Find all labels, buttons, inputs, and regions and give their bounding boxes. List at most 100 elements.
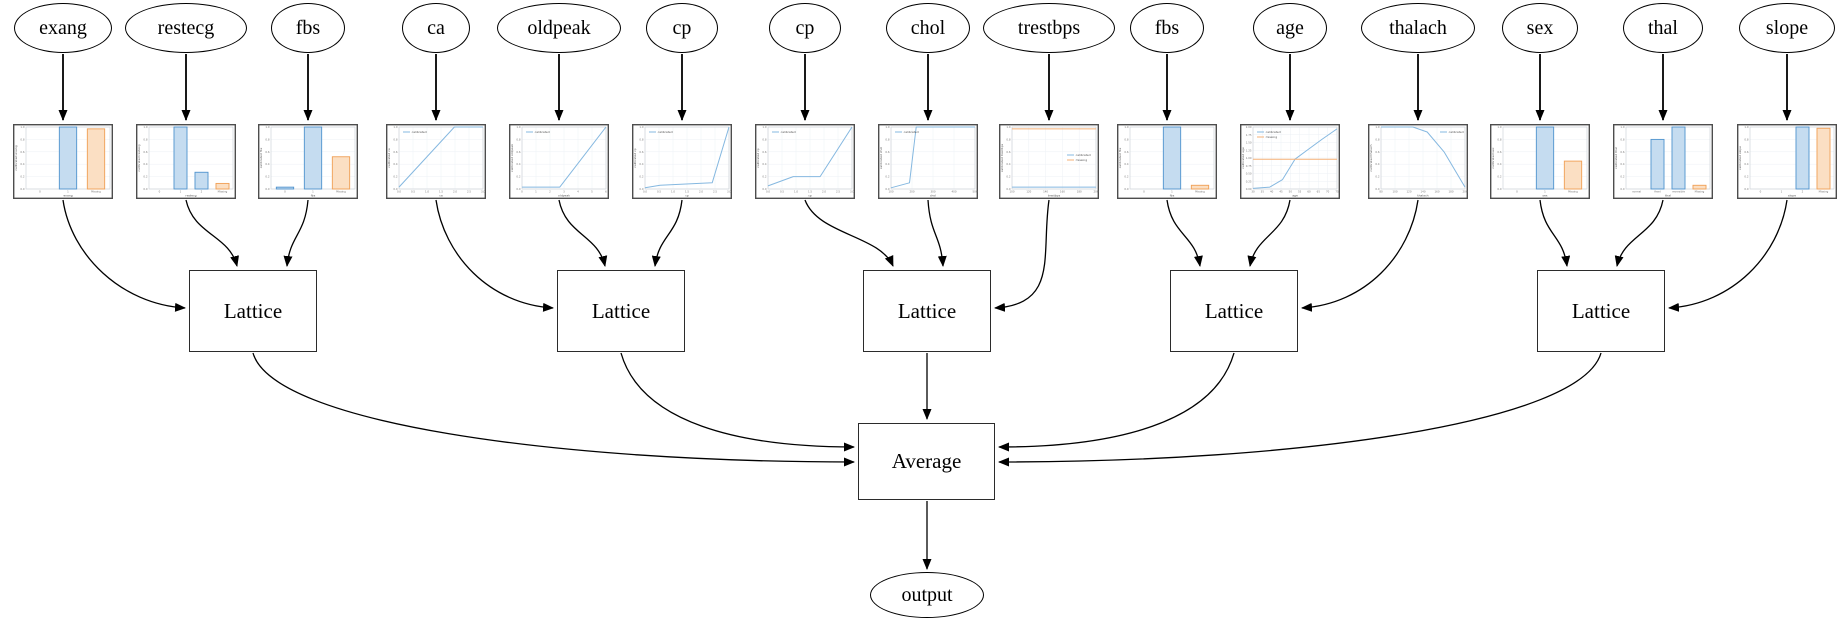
x-axis-label: chol	[930, 194, 936, 198]
x-tick-label: 160	[1435, 190, 1440, 194]
x-axis-label: age	[1292, 194, 1298, 198]
legend-label: missing	[1266, 135, 1278, 139]
edge-plot5-to-lattice1	[651, 199, 683, 267]
y-axis-label: calibrated thal	[1614, 147, 1618, 169]
legend-label: calibrated	[1449, 130, 1464, 134]
edge-plot3-to-lattice1	[435, 199, 554, 312]
x-tick-label: Missing	[1695, 190, 1705, 194]
y-axis-label: calibrated fbs	[1118, 147, 1122, 168]
y-tick-label: 0.4	[1006, 162, 1010, 166]
x-tick-label: Missing	[336, 190, 346, 194]
lattice-label: Lattice	[591, 298, 651, 323]
y-tick-label: 0.8	[885, 137, 889, 141]
axes-frame	[644, 126, 730, 190]
x-axis-label: slope	[1788, 194, 1796, 198]
x-axis-label: thal	[1665, 194, 1671, 198]
y-tick-label: 0.8	[1497, 137, 1501, 141]
y-tick-label: 1.0	[762, 125, 766, 129]
feature-label: exang	[39, 16, 87, 39]
y-tick-label: 1.0	[393, 125, 397, 129]
x-tick-label: 120	[1026, 190, 1031, 194]
x-tick-label: 0.5	[657, 190, 661, 194]
y-tick-label: 0.0	[516, 187, 520, 191]
feature-node-fbs-9: fbs	[1130, 3, 1204, 53]
x-tick-label: 2	[201, 190, 203, 194]
bar-thal-Missing	[1692, 184, 1707, 190]
y-tick-label: 0.6	[1744, 150, 1748, 154]
y-tick-label: 0.4	[143, 162, 147, 166]
y-axis-label: calibrated thalach	[1369, 144, 1373, 171]
y-tick-label: 1.0	[1375, 125, 1379, 129]
lattice-node-2: Lattice	[863, 270, 991, 352]
bar-restecg-1	[173, 126, 188, 190]
feature-label: slope	[1765, 16, 1809, 39]
y-tick-label: 1.50	[1246, 141, 1252, 145]
x-tick-label: 1.0	[425, 190, 429, 194]
lattice-node-0: Lattice	[189, 270, 317, 352]
lattice-label: Lattice	[1571, 298, 1631, 323]
y-tick-label: 0.2	[1006, 175, 1010, 179]
y-tick-label: 0.00	[1246, 187, 1252, 191]
y-tick-label: 0.8	[265, 137, 269, 141]
y-tick-label: 0.6	[393, 150, 397, 154]
legend-label: calibrated	[904, 130, 919, 134]
feature-node-cp-6: cp	[769, 3, 841, 53]
y-tick-label: 1.0	[1620, 125, 1624, 129]
y-tick-label: 1.75	[1246, 133, 1252, 137]
y-tick-label: 0.0	[143, 187, 147, 191]
bar-fbs-1	[1162, 126, 1182, 190]
y-axis-label: calibrated chol	[879, 147, 883, 169]
feature-label: chol	[910, 16, 946, 39]
output-label: output	[901, 583, 953, 606]
lattice-node-4: Lattice	[1537, 270, 1665, 352]
edge-lattice1-to-average	[620, 352, 855, 452]
x-tick-label: 120	[1407, 190, 1412, 194]
feature-label: trestbps	[1017, 16, 1081, 39]
plot-frame	[878, 124, 978, 199]
feature-node-age-10: age	[1253, 3, 1327, 53]
y-tick-label: 0.8	[762, 137, 766, 141]
x-tick-label: 0	[159, 190, 161, 194]
y-tick-label: 1.0	[885, 125, 889, 129]
plot-frame	[755, 124, 855, 199]
y-tick-label: 1.0	[265, 125, 269, 129]
edge-plot1-to-lattice0	[185, 199, 239, 267]
x-tick-label: Missing	[1195, 190, 1205, 194]
x-tick-label: 100	[1393, 190, 1398, 194]
plot-frame	[999, 124, 1099, 199]
y-tick-label: 1.0	[516, 125, 520, 129]
x-tick-label: 30	[1251, 190, 1255, 194]
bar-fbs-Missing	[331, 156, 351, 190]
x-tick-label: reversible	[1672, 190, 1685, 194]
x-tick-label: 0	[521, 190, 523, 194]
legend-label: calibrated	[1076, 153, 1091, 157]
x-axis-label: cp	[808, 194, 812, 198]
y-axis-label: calibrated trestbps	[1000, 143, 1004, 172]
y-tick-label: 0.8	[20, 137, 24, 141]
y-tick-label: 0.50	[1246, 172, 1252, 176]
y-tick-label: 0.4	[516, 162, 520, 166]
x-axis-label: thalach	[1417, 194, 1428, 198]
series-calibrated	[767, 126, 853, 187]
y-tick-label: 0.2	[1620, 175, 1624, 179]
y-tick-label: 0.0	[762, 187, 766, 191]
y-tick-label: 0.0	[1497, 187, 1501, 191]
x-tick-label: 65	[1317, 190, 1321, 194]
y-tick-label: 1.0	[1497, 125, 1501, 129]
output-node: output	[870, 572, 984, 618]
y-tick-label: 0.2	[265, 175, 269, 179]
y-tick-label: 0.4	[1620, 162, 1624, 166]
x-axis-label: exang	[63, 194, 72, 198]
y-tick-label: 0.8	[516, 137, 520, 141]
x-tick-label: 1	[312, 190, 314, 194]
